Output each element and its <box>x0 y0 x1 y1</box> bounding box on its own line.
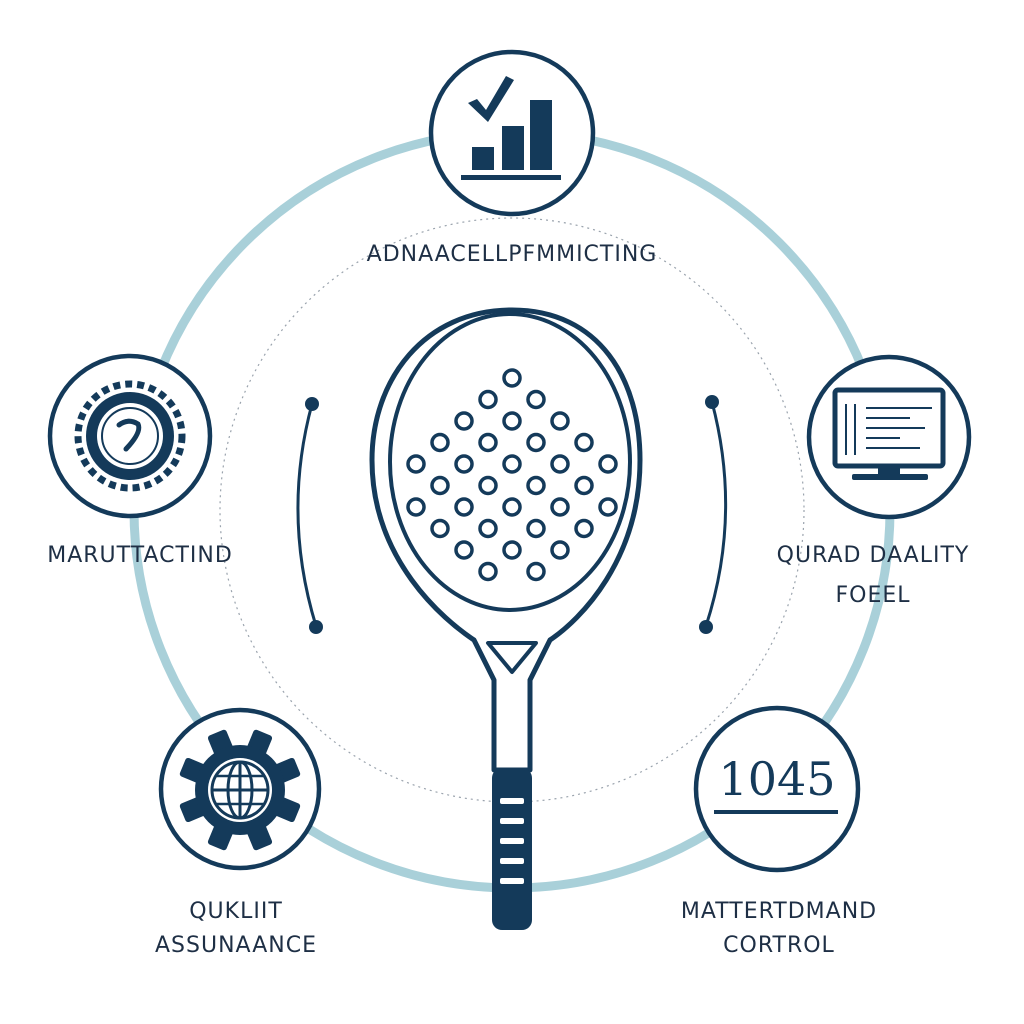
label-right-line2: FOEEL <box>835 583 911 608</box>
gear-clock-icon <box>74 380 186 492</box>
gear-globe-icon <box>179 729 301 851</box>
racket-hole <box>526 475 546 496</box>
racket-hole <box>598 454 618 474</box>
node-top <box>428 49 596 217</box>
racket-hole <box>526 518 546 539</box>
racket-hole <box>574 432 594 453</box>
label-top: ADNAACELLPFMMICTING <box>366 242 658 267</box>
label-bottom-left-line1: QUKLIIT <box>189 899 283 924</box>
right-bracket-arc <box>699 395 728 634</box>
racket-hole <box>406 454 426 474</box>
racket-hole <box>550 497 570 517</box>
racket-hole <box>526 432 546 453</box>
node-number-readout: 1045 <box>718 752 835 806</box>
racket-hole-pattern <box>406 368 618 582</box>
racket-hole <box>454 540 474 560</box>
racket-hole <box>478 518 498 539</box>
racket-hole <box>550 411 570 431</box>
racket-hole <box>502 497 522 517</box>
label-left: MARUTTACTIND <box>47 543 233 568</box>
padel-racket-icon <box>369 307 643 930</box>
racket-hole <box>526 561 546 582</box>
node-bottom-left <box>158 707 322 871</box>
node-bottom-right: 1045 <box>693 705 861 873</box>
racket-hole <box>550 540 570 560</box>
racket-hole <box>502 454 522 474</box>
racket-hole <box>502 411 522 431</box>
label-right-line1: QURAD DAALITY <box>776 543 970 568</box>
racket-hole <box>574 518 594 539</box>
racket-hole <box>598 497 618 517</box>
inner-dotted-ring <box>219 217 805 803</box>
left-bracket-arc <box>296 397 323 634</box>
racket-hole <box>478 389 498 410</box>
racket-hole <box>478 561 498 582</box>
node-right <box>806 354 972 520</box>
racket-hole <box>430 432 450 453</box>
racket-hole <box>502 540 522 560</box>
label-bottom-left-line2: ASSUNAANCE <box>155 933 317 958</box>
label-bottom-right-line2: CORTROL <box>723 933 835 958</box>
bar-chart-check-icon <box>461 76 561 180</box>
racket-hole <box>550 454 570 474</box>
racket-hole <box>454 411 474 431</box>
racket-hole <box>502 368 522 388</box>
racket-hole <box>454 454 474 474</box>
racket-hole <box>526 389 546 410</box>
racket-hole <box>430 475 450 496</box>
racket-hole <box>454 497 474 517</box>
racket-hole <box>478 475 498 496</box>
racket-hole <box>574 475 594 496</box>
node-left <box>47 353 213 519</box>
racket-hole <box>478 432 498 453</box>
racket-hole <box>406 497 426 517</box>
label-bottom-right-line1: MATTERTDMAND <box>680 899 878 924</box>
monitor-icon <box>832 387 946 480</box>
racket-hole <box>430 518 450 539</box>
